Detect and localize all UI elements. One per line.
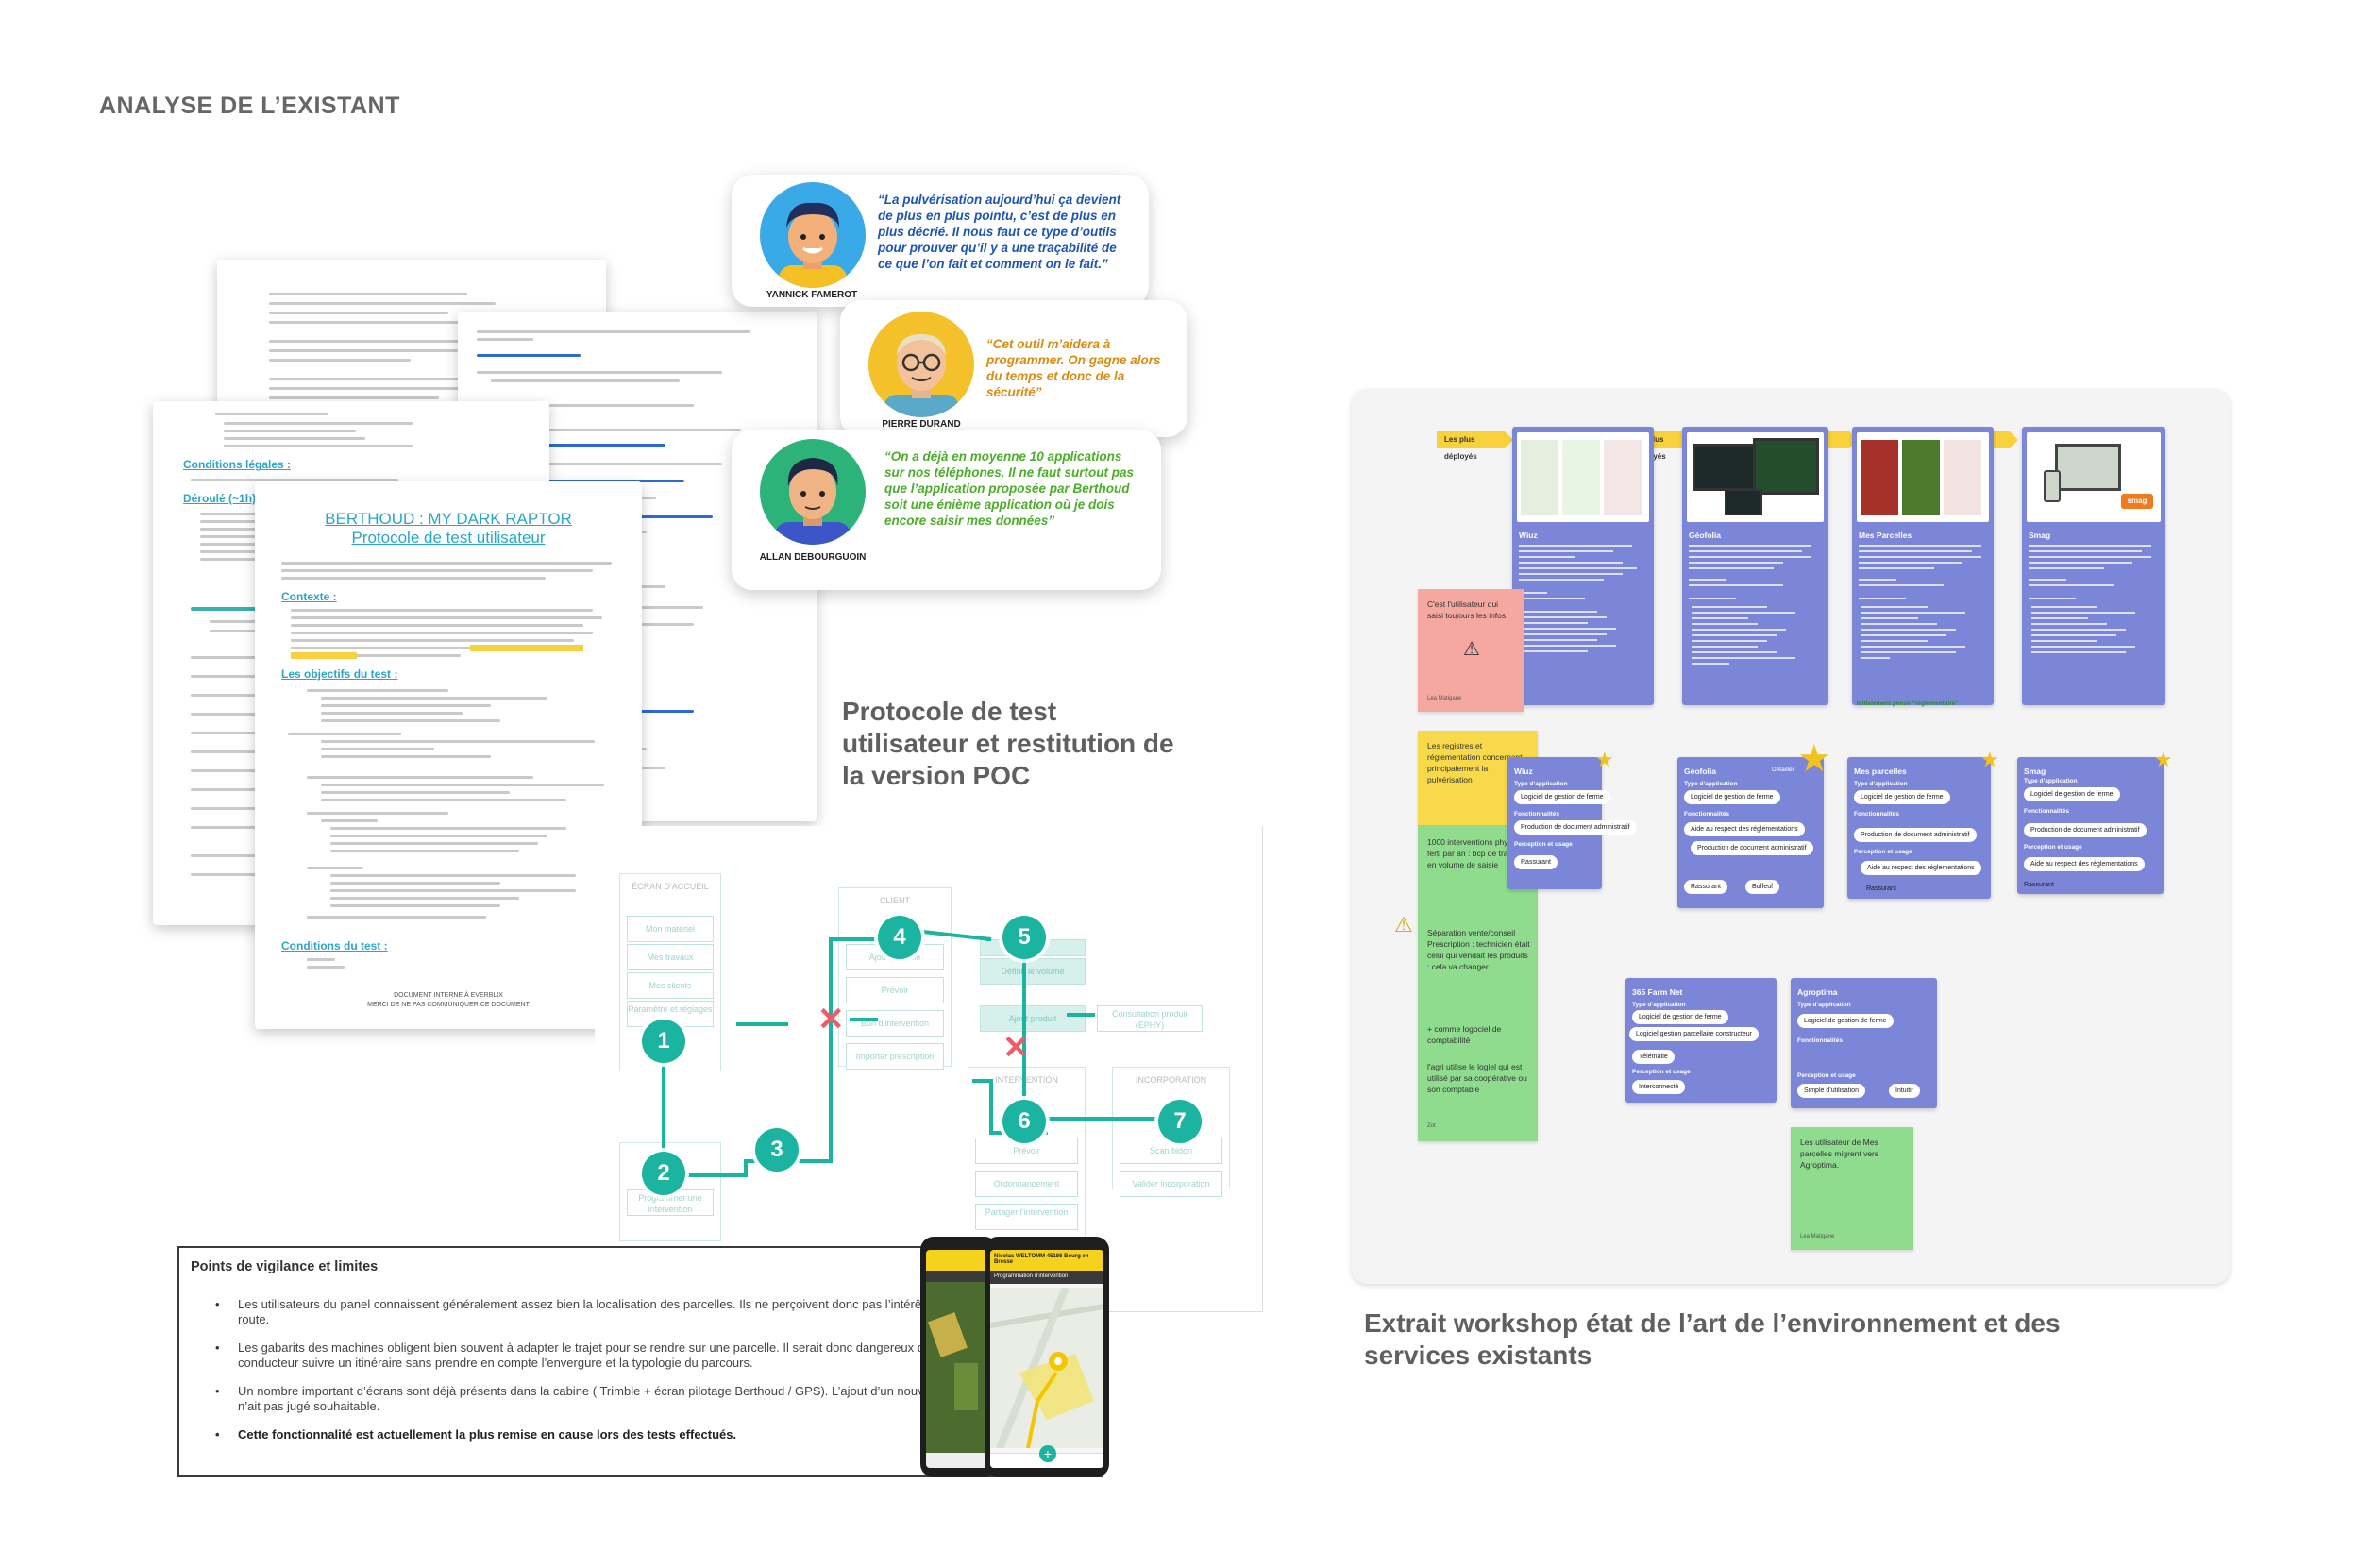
- sticky-text: Les utilisateur de Mes parcelles migrent…: [1800, 1138, 1879, 1170]
- star-icon: ★: [1595, 748, 1614, 771]
- vigilance-title: Points de vigilance et limites: [191, 1259, 379, 1274]
- flow-item-partager: Partager l’intervention: [975, 1204, 1078, 1230]
- left-section-legal: Conditions légales :: [183, 458, 292, 471]
- avatar-icon: [868, 312, 974, 417]
- vigilance-item: Les utilisateurs du panel connaissent gé…: [215, 1297, 1032, 1327]
- sticky-author: Lea Matigane: [1800, 1234, 1835, 1239]
- workshop-caption: Extrait workshop état de l’art de l’envi…: [1364, 1308, 2061, 1370]
- testimonial-quote-1: “La pulvérisation aujourd’hui ça devient…: [878, 193, 1121, 271]
- note-initial: Initialement pensé “réglementaire”: [1857, 700, 1959, 707]
- sticky-author: Lea Matigane: [1427, 696, 1462, 701]
- flow-step-1: 1: [642, 1020, 685, 1063]
- app-card-title: Wiuz: [1519, 531, 1538, 540]
- vigilance-list: Les utilisateurs du panel connaissent gé…: [215, 1297, 1032, 1456]
- perception-card-agroptima: Agroptima Type d’application Logiciel de…: [1791, 978, 1937, 1108]
- app-card-title: Smag: [2029, 531, 2051, 540]
- map-icon: [990, 1288, 1103, 1448]
- testimonial-name-3: ALLAN DEBOURGUOIN: [759, 552, 867, 563]
- flow-step-2: 2: [642, 1152, 685, 1195]
- testimonial-quote-2: “Cet outil m’aidera à programmer. On gag…: [986, 337, 1161, 399]
- flow-item-importer: Importer prescription: [846, 1043, 944, 1070]
- smag-logo-icon: smag: [2121, 494, 2153, 509]
- workshop-board: Les plus déployés Les plus déployés Les …: [1352, 389, 2230, 1284]
- vigilance-item-bold: Cette fonctionnalité est actuellement la…: [215, 1427, 1032, 1442]
- app-card-smag: smag Smag: [2022, 427, 2165, 705]
- sticky-text: C'est l'utilisateur qui saisi toujours l…: [1427, 599, 1508, 620]
- doc-footer-line2: MERCI DE NE PAS COMMUNIQUER CE DOCUMENT: [367, 1002, 530, 1008]
- warning-icon: ⚠: [1463, 639, 1480, 660]
- perception-card-smag: Smag Type d’application Logiciel de gest…: [2017, 757, 2164, 894]
- doc-title: BERTHOUD : MY DARK RAPTOR: [325, 510, 572, 528]
- flow-item-prevoir: Prévoir: [846, 977, 944, 1003]
- flag-most-deployed: Les plus déployés: [1437, 431, 1513, 461]
- phone-mockup-front: Nicolas WELTOMM 45186 Bourg en Bresse Pr…: [985, 1237, 1109, 1477]
- doc-section-context: Contexte :: [281, 590, 337, 603]
- app-card-wiuz: Wiuz: [1512, 427, 1654, 705]
- flow-item-clients: Mes clients: [627, 972, 714, 999]
- flow-step-7: 7: [1158, 1100, 1202, 1143]
- doc-subtitle: Protocole de test utilisateur: [351, 529, 546, 547]
- testimonial-quote-3: “On a déjà en moyenne 10 applications su…: [884, 449, 1135, 528]
- sticky-note-pink: C'est l'utilisateur qui saisi toujours l…: [1418, 589, 1524, 712]
- blocked-path-icon: ✕: [817, 1002, 845, 1037]
- sticky-text: + comme logociel de comptabilité: [1427, 1024, 1502, 1045]
- flow-item-ajout-produit: Ajout produit: [980, 1005, 1086, 1032]
- phone-banner: Programmation d’intervention: [990, 1271, 1103, 1284]
- add-icon: +: [1039, 1445, 1056, 1462]
- perception-card-geofolia: Géofolia Détailler Type d’application Lo…: [1677, 757, 1824, 908]
- flow-item-bon: Bon d’intervention: [846, 1010, 944, 1037]
- warning-icon: ⚠: [1394, 913, 1413, 936]
- star-icon: ★: [1797, 738, 1831, 780]
- doc-section-conditions: Conditions du test :: [281, 939, 388, 953]
- avatar-icon: [760, 439, 866, 545]
- perception-card-wiuz: Wiuz Type d’application Logiciel de gest…: [1507, 757, 1637, 889]
- flow-item-travaux: Mes travaux: [627, 944, 714, 970]
- testimonial-card-2: PIERRE DURAND “Cet outil m’aidera à prog…: [840, 300, 1187, 437]
- app-card-title: Géofolia: [1689, 531, 1722, 540]
- app-card-title: Mes Parcelles: [1859, 531, 1912, 540]
- user-flow-diagram: ÉCRAN D’ACCUEIL Mon matériel Mes travaux…: [595, 826, 1263, 1312]
- blocked-path-icon: ✕: [1002, 1030, 1030, 1066]
- doc-footer-line1: DOCUMENT INTERNE À EVERBLIX: [394, 992, 503, 999]
- sticky-note-green-small: Les utilisateur de Mes parcelles migrent…: [1791, 1127, 1913, 1250]
- star-icon: ★: [1980, 748, 1999, 771]
- testimonial-name-1: YANNICK FAMEROT: [766, 290, 858, 300]
- avatar-icon: [760, 182, 866, 288]
- flow-item-materiel: Mon matériel: [627, 916, 714, 942]
- sticky-note-green: 1000 interventions phyto et ferti par an…: [1418, 825, 1538, 1141]
- app-card-geofolia: Géofolia: [1682, 427, 1828, 705]
- sticky-text: l'agri utilise le logiel qui est utilisé…: [1427, 1062, 1527, 1094]
- testimonial-card-3: ALLAN DEBOURGUOIN “On a déjà en moyenne …: [732, 430, 1161, 590]
- sticky-author: Zot: [1427, 1123, 1436, 1129]
- flow-step-3: 3: [755, 1128, 799, 1172]
- document-page-front: BERTHOUD : MY DARK RAPTOR Protocole de t…: [255, 481, 642, 1029]
- flow-step-4: 4: [878, 916, 921, 959]
- flow-item-ephy: Consultation produit (EPHY): [1097, 1005, 1203, 1032]
- protocol-caption: Protocole de test utilisateur et restitu…: [842, 697, 1174, 790]
- testimonial-card-1: YANNICK FAMEROT “La pulvérisation aujour…: [732, 175, 1149, 307]
- vigilance-item: Les gabarits des machines obligent bien …: [215, 1340, 1032, 1371]
- vigilance-item: Un nombre important d’écrans sont déjà p…: [215, 1384, 1032, 1414]
- sticky-text: Séparation vente/conseil Prescription : …: [1427, 928, 1530, 971]
- flow-item-volume: Définir le volume: [980, 958, 1086, 985]
- flow-step-5: 5: [1002, 916, 1046, 959]
- flow-item-valider: Valider incorporation: [1120, 1171, 1222, 1197]
- sticky-text: 1000 interventions phyto et ferti par an…: [1427, 837, 1524, 869]
- flow-item-ordonnancement: Ordonnancement: [975, 1171, 1078, 1197]
- sticky-text: Les registres et réglementation concerna…: [1427, 741, 1523, 784]
- left-section-deroule: Déroulé (~1h) :: [183, 492, 263, 505]
- perception-card-365-farm-net: 365 Farm Net Type d’application Logiciel…: [1625, 978, 1777, 1103]
- page-title: ANALYSE DE L’EXISTANT: [99, 93, 400, 119]
- perception-card-mes-parcelles: Mes parcelles Type d’application Logicie…: [1847, 757, 1991, 899]
- doc-section-objectives: Les objectifs du test :: [281, 667, 398, 681]
- flow-step-6: 6: [1002, 1100, 1046, 1143]
- star-icon: ★: [2154, 748, 2173, 771]
- testimonial-name-2: PIERRE DURAND: [882, 419, 961, 430]
- phone-header: Nicolas WELTOMM 45186 Bourg en Bresse: [990, 1250, 1103, 1271]
- app-card-mes-parcelles: Mes Parcelles: [1852, 427, 1994, 705]
